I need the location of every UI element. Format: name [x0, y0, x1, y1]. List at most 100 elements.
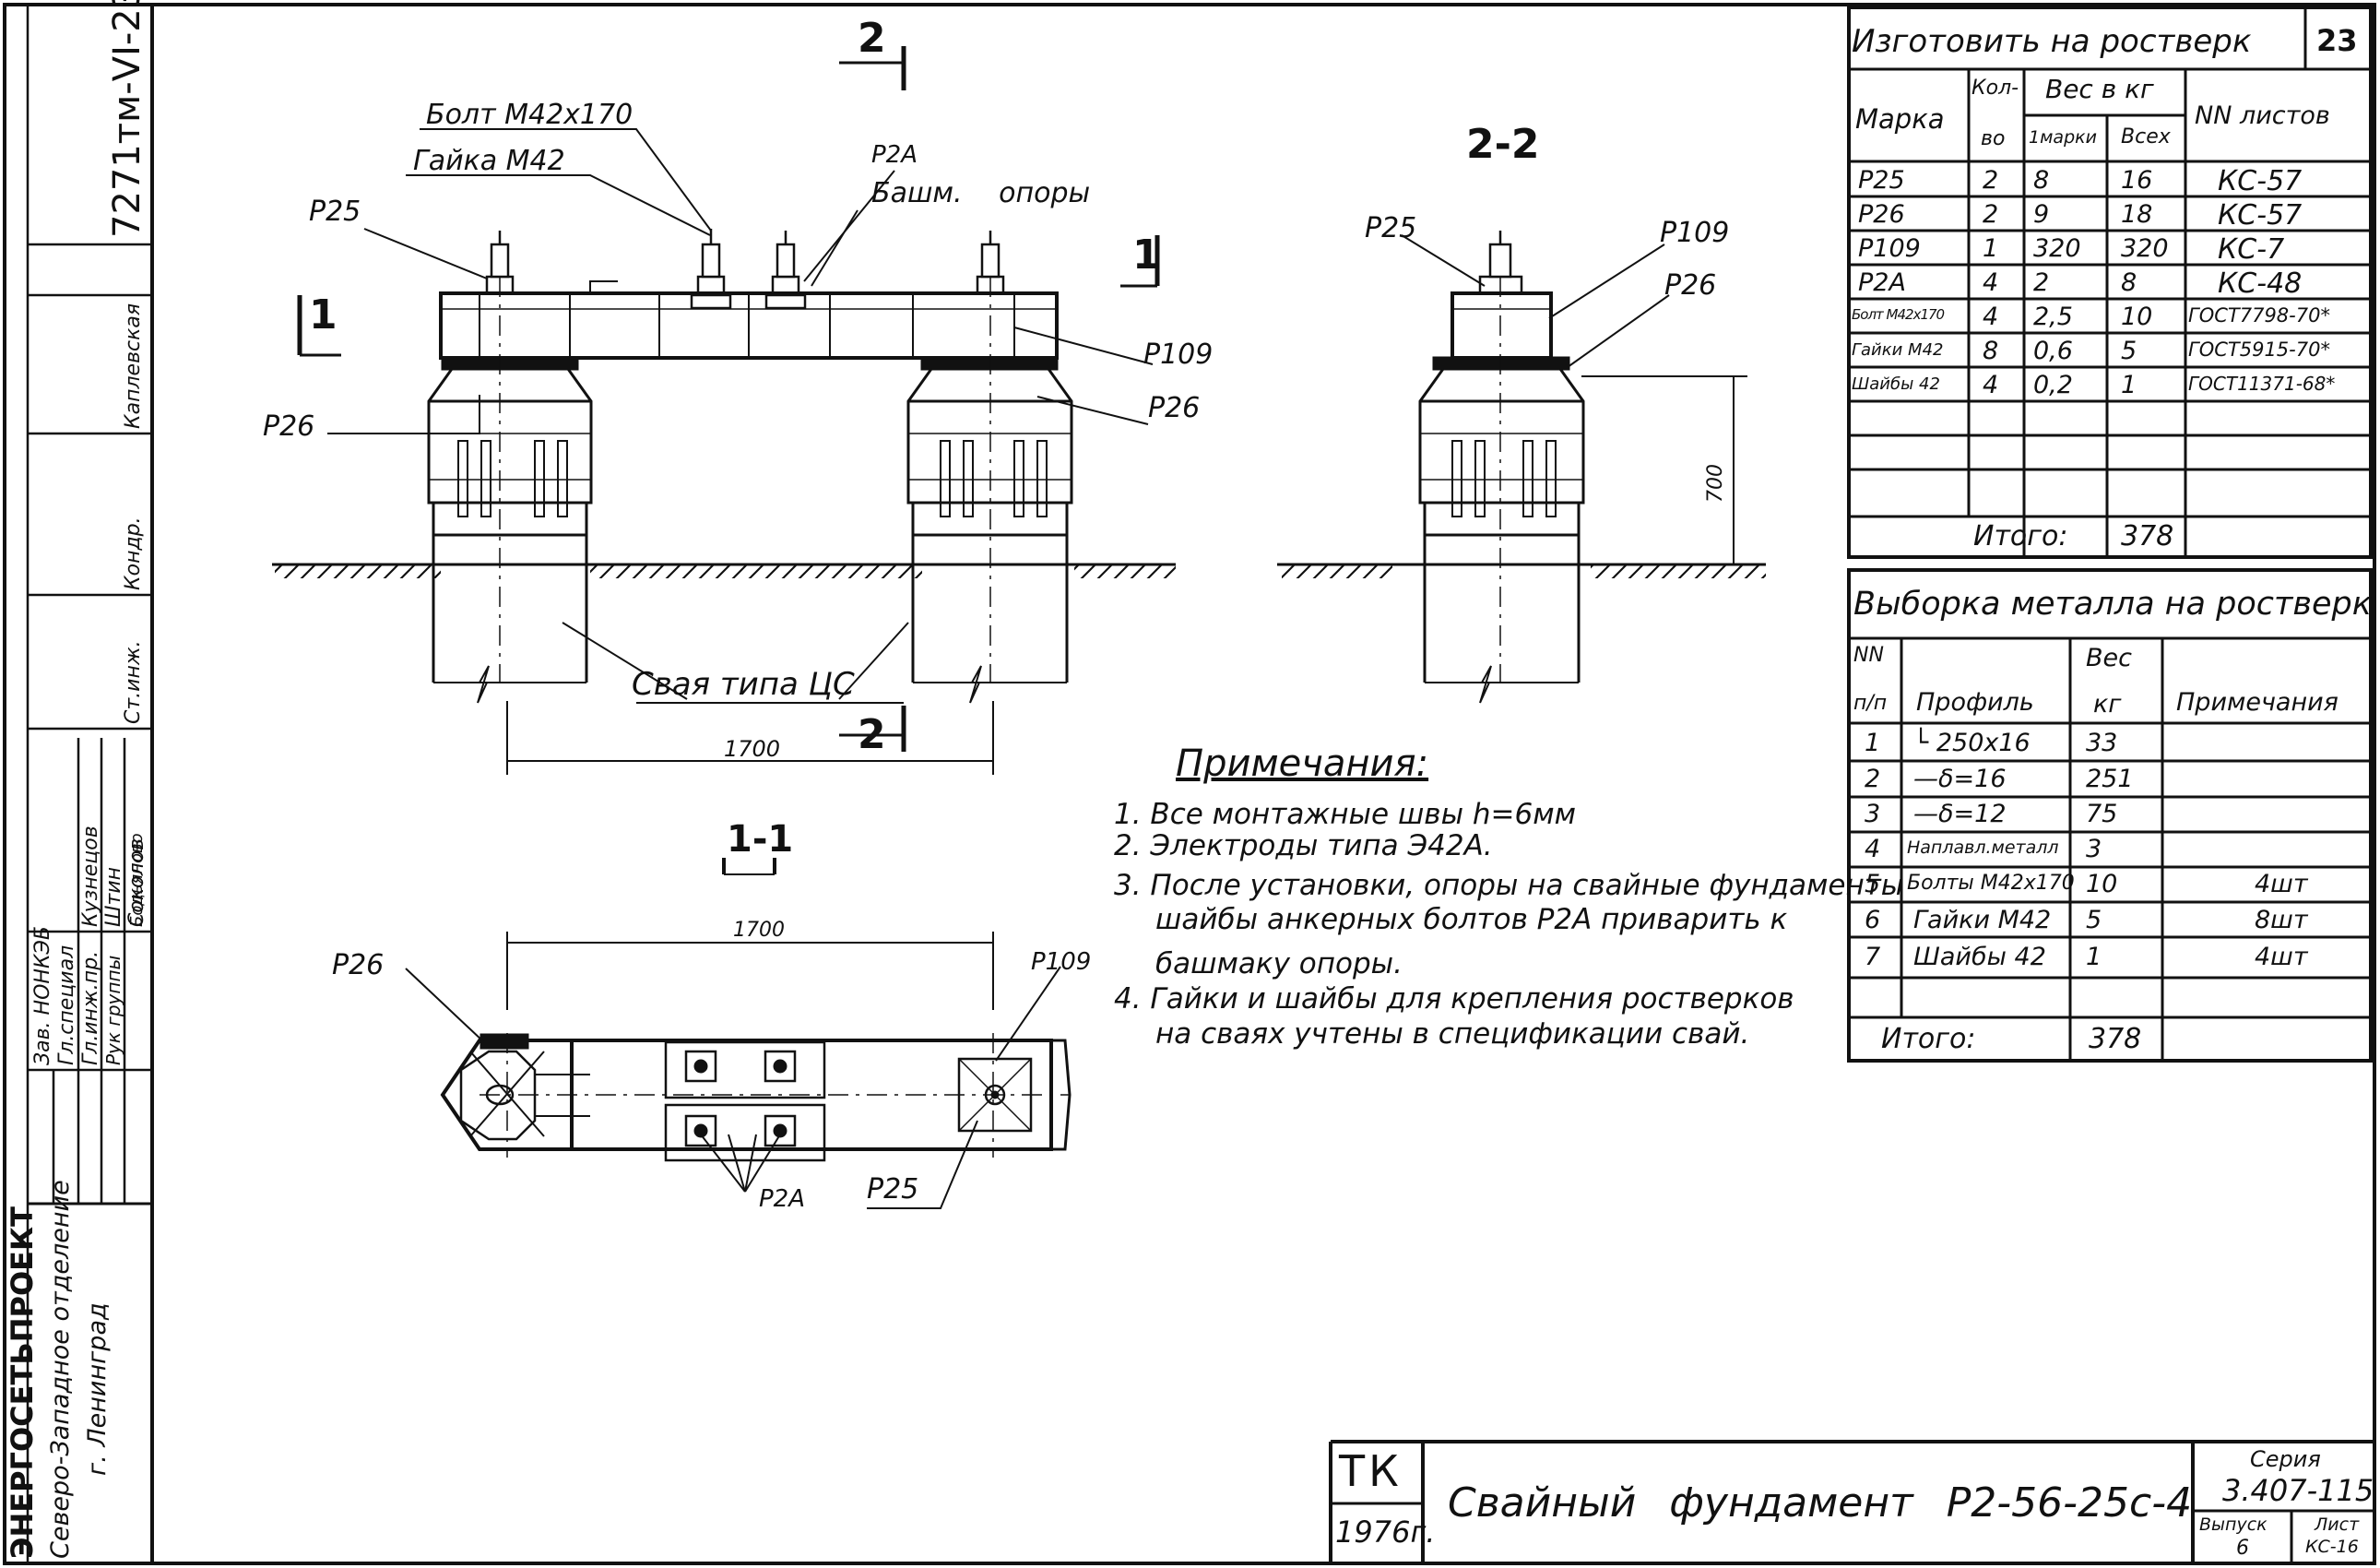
note-1: 1. Все монтажные швы h=6мм	[1114, 798, 1577, 831]
spec-cell-mark: Болт М42х170	[1852, 306, 1945, 323]
spec-cell-all: 320	[2121, 234, 2169, 263]
metal-cell-no: 4	[1865, 835, 1881, 863]
notes-title: Примечания:	[1176, 742, 1429, 785]
metal-cell-profile: —δ=16	[1913, 765, 2007, 793]
metal-cell-weight: 33	[2086, 729, 2118, 757]
metal-cell-weight: 75	[2086, 800, 2118, 828]
metal-total-label: Итого:	[1881, 1023, 1976, 1055]
metal-cell-profile: Болты М42х170	[1907, 872, 2075, 895]
spec-cell-sheet: ГОСТ5915-70*	[2188, 339, 2330, 361]
spec-h-qty-bottom: во	[1981, 127, 2006, 150]
label-p26-elev-left: Р26	[263, 410, 315, 443]
spec-h-weight-one: 1марки	[2029, 127, 2097, 148]
series-label: Серия	[2250, 1446, 2321, 1472]
metal-h-weight-top: Вес	[2086, 644, 2132, 672]
spec-cell-qty: 4	[1983, 371, 1999, 399]
label-p25-plan: Р25	[867, 1173, 919, 1206]
label-p2a-plan: Р2А	[759, 1185, 806, 1213]
metal-h-no-top: NN	[1853, 644, 1884, 667]
metal-cell-profile: └ 250х16	[1913, 729, 2031, 757]
note-3-cont-a: шайбы анкерных болтов Р2А приварить к	[1155, 903, 1788, 936]
title-year: 1976г.	[1335, 1515, 1436, 1550]
label-shoe: Башм. опоры	[871, 177, 1091, 209]
role-0: Зав. НОНКЭБ	[31, 925, 54, 1065]
metal-cell-profile: —δ=12	[1913, 800, 2007, 828]
metal-cell-weight: 5	[2086, 906, 2102, 934]
section-1-mark-right: 1	[1132, 232, 1161, 279]
spec-cell-qty: 1	[1983, 234, 1999, 263]
title-tk: ТК	[1339, 1446, 1403, 1496]
metal-cell-no: 5	[1865, 870, 1881, 898]
spec-cell-one: 8	[2033, 166, 2050, 195]
spec-cell-sheet: КС-57	[2218, 165, 2303, 197]
spec-cell-sheet: КС-57	[2218, 199, 2303, 232]
metal-cell-profile: Шайбы 42	[1913, 943, 2046, 971]
spec-h-weight-all: Всех	[2121, 125, 2171, 148]
spec-cell-all: 18	[2121, 200, 2153, 229]
metal-cell-no: 3	[1865, 800, 1881, 828]
left-stamp-grid	[26, 5, 152, 1563]
name-a-0: Каплевская	[122, 303, 145, 429]
elevation-view	[272, 46, 1176, 775]
issue-value: 6	[2236, 1537, 2249, 1560]
spec-cell-qty: 4	[1983, 268, 1999, 297]
spec-cell-sheet: КС-48	[2218, 267, 2303, 300]
name-b-2: Бодьяново	[127, 833, 147, 927]
label-p25-section: Р25	[1365, 212, 1417, 244]
metal-cell-weight: 251	[2086, 765, 2134, 793]
label-pile: Свая типа ЦС	[632, 666, 855, 703]
spec-h-weight: Вес в кг	[2045, 74, 2154, 104]
spec-cell-one: 9	[2033, 200, 2050, 229]
spec-cell-qty: 4	[1983, 303, 1999, 331]
spec-table-grid	[1847, 6, 2373, 559]
spec-cell-all: 8	[2121, 268, 2137, 297]
label-p109-elev: Р109	[1143, 339, 1214, 371]
sheet-value: КС-16	[2305, 1537, 2359, 1557]
role-3: Рук группы	[102, 955, 124, 1065]
view-1-1-title: 1-1	[727, 818, 794, 861]
note-2: 2. Электроды типа Э42А.	[1114, 829, 1493, 862]
spec-cell-mark: Р25	[1858, 166, 1905, 195]
spec-cell-sheet: ГОСТ11371-68*	[2188, 373, 2336, 395]
label-p26-section: Р26	[1664, 269, 1717, 302]
sheet-frame	[3, 3, 2376, 1565]
label-p25-elev: Р25	[309, 196, 361, 228]
title-name: Свайный фундамент Р2-56-25с-4	[1448, 1479, 2193, 1526]
spec-cell-all: 10	[2121, 303, 2153, 331]
spec-h-mark: Марка	[1855, 103, 1945, 135]
name-a-2: Ст.инж.	[122, 640, 145, 724]
section-1-1-view	[405, 858, 1072, 1209]
dim-700: 700	[1704, 464, 1727, 503]
metal-total-value: 378	[2089, 1023, 2142, 1055]
spec-h-sheets: NN листов	[2195, 101, 2330, 130]
metal-title: Выборка металла на ростверк	[1853, 586, 2372, 623]
section-2-2-view	[1277, 231, 1766, 704]
section-1-mark-left: 1	[309, 291, 337, 339]
org-city: г. Ленинград	[83, 1302, 112, 1476]
role-1: Гл.специал	[55, 944, 78, 1065]
metal-cell-no: 6	[1865, 906, 1881, 934]
metal-cell-note: 8шт	[2255, 906, 2308, 934]
spec-cell-mark: Гайки М42	[1852, 340, 1944, 360]
spec-cell-one: 2	[2033, 268, 2050, 297]
spec-h-qty-top: Кол-	[1971, 77, 2019, 100]
sheet-label: Лист	[2315, 1515, 2360, 1535]
note-3-cont-b: башмаку опоры.	[1155, 947, 1403, 980]
label-bolt: Болт М42х170	[426, 99, 633, 131]
label-p109-plan: Р109	[1031, 948, 1092, 976]
metal-cell-note: 4шт	[2255, 943, 2308, 971]
metal-h-note: Примечания	[2176, 688, 2339, 717]
metal-cell-profile: Гайки М42	[1913, 906, 2052, 934]
dim-1700-plan: 1700	[733, 919, 785, 942]
spec-cell-qty: 2	[1983, 166, 1999, 195]
spec-sheet-no: 23	[2316, 23, 2358, 58]
label-p109-section: Р109	[1660, 217, 1730, 249]
spec-cell-mark: Р26	[1858, 200, 1905, 229]
org-name: ЭНЕРГОСЕТЬПРОЕКТ	[5, 1206, 40, 1559]
metal-h-weight-bottom: кг	[2093, 690, 2122, 719]
section-2-mark-bottom: 2	[858, 711, 886, 758]
name-b-0: Штин	[102, 866, 125, 927]
spec-cell-one: 0,2	[2033, 371, 2073, 399]
spec-cell-sheet: ГОСТ7798-70*	[2188, 304, 2330, 327]
